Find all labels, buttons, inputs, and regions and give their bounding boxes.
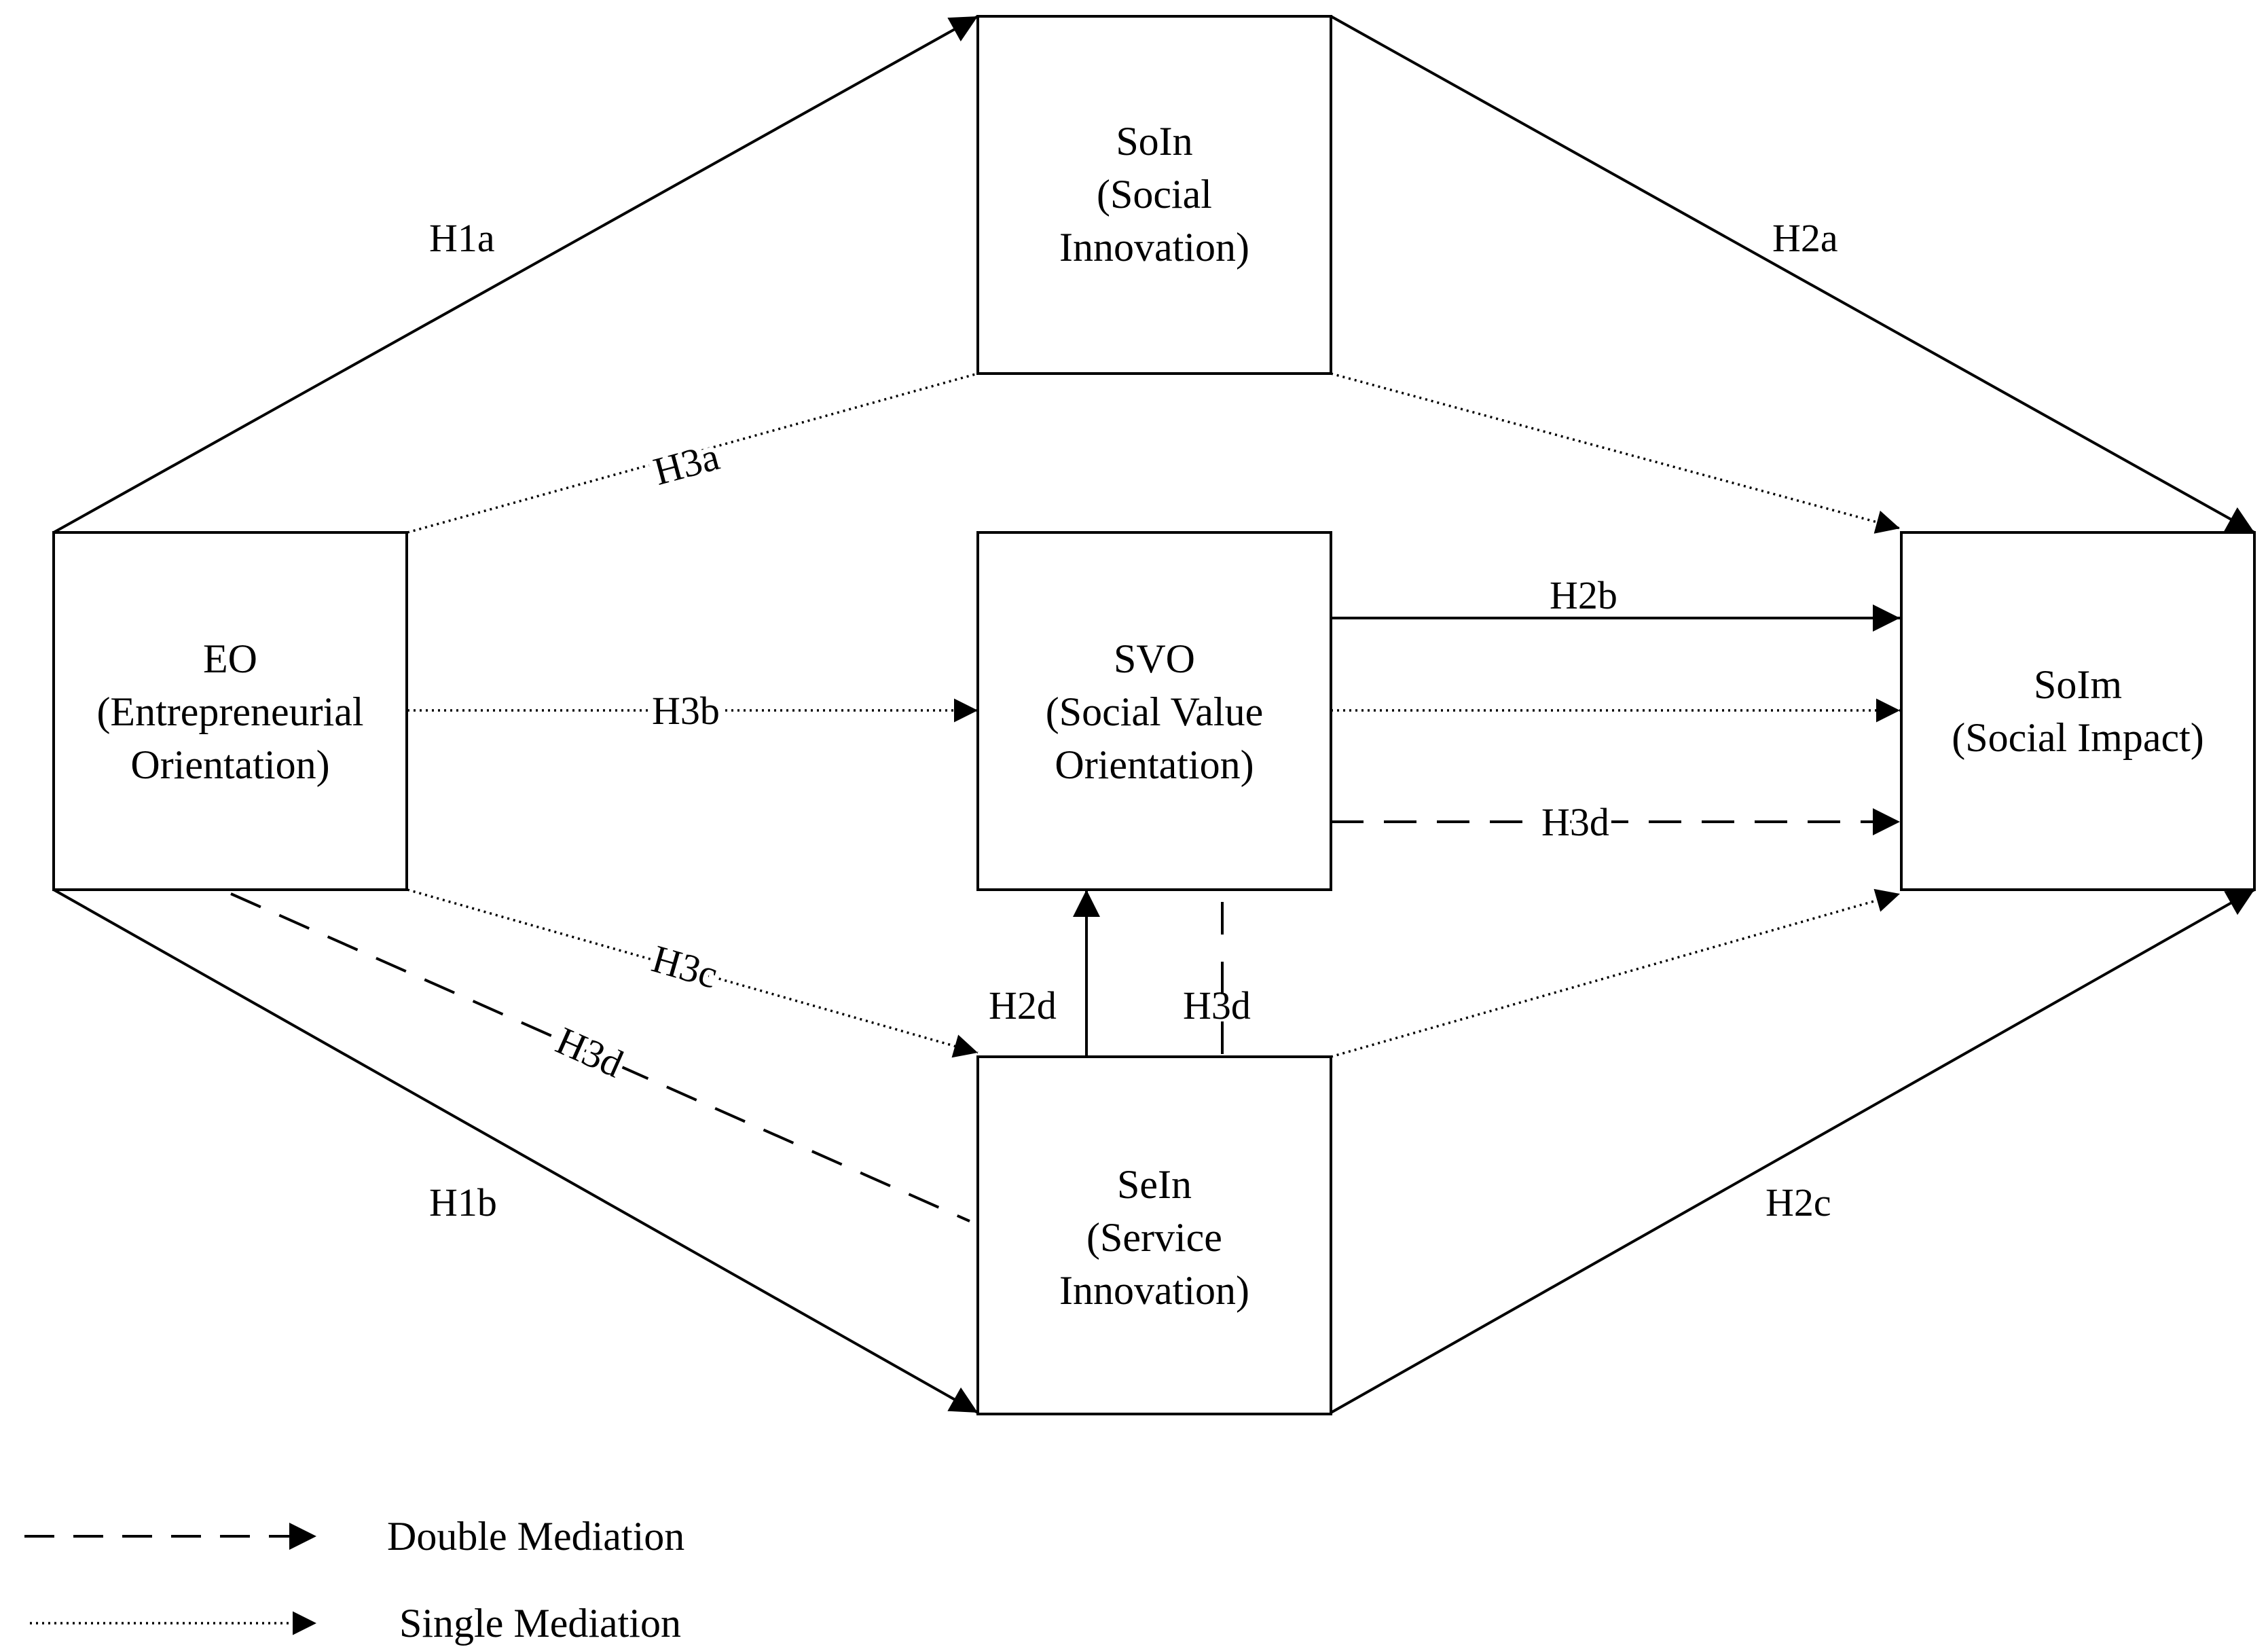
label-h3d-vertical: H3d xyxy=(1183,983,1251,1028)
legend-double-mediation-label: Double Mediation xyxy=(387,1514,684,1559)
eo-title: EO xyxy=(203,636,257,681)
label-h3b: H3b xyxy=(652,689,720,733)
soin-title: SoIn xyxy=(1116,119,1192,164)
eo-subtitle-2: Orientation) xyxy=(130,742,329,787)
soin-subtitle-1: (Social xyxy=(1097,172,1212,217)
label-h1a: H1a xyxy=(429,216,495,260)
path-h2c xyxy=(1330,888,2255,1414)
label-h1b: H1b xyxy=(429,1180,497,1225)
eo-subtitle-1: (Entrepreneurial xyxy=(96,689,363,734)
node-soim xyxy=(1900,531,2256,891)
node-sein xyxy=(976,1055,1332,1415)
node-eo xyxy=(52,531,408,891)
label-h2b: H2b xyxy=(1550,573,1617,617)
soim-title: SoIm xyxy=(2034,662,2122,707)
svo-title: SVO xyxy=(1114,636,1195,681)
label-h3a: H3a xyxy=(649,434,724,494)
label-h2a: H2a xyxy=(1772,216,1838,260)
sein-subtitle-1: (Service xyxy=(1086,1215,1222,1260)
svo-subtitle-2: Orientation) xyxy=(1055,742,1254,787)
path-sein-soim-single xyxy=(1330,888,1901,1058)
label-h3d-svo-soim: H3d xyxy=(1541,800,1609,844)
path-h3c xyxy=(407,888,978,1058)
sein-subtitle-2: Innovation) xyxy=(1059,1268,1249,1313)
node-svo xyxy=(976,531,1332,891)
path-h2a xyxy=(1330,15,2255,534)
sein-title: SeIn xyxy=(1117,1162,1192,1207)
path-h3a-segment2 xyxy=(1330,372,1901,534)
soim-subtitle: (Social Impact) xyxy=(1952,715,2204,760)
node-soin xyxy=(976,15,1332,375)
label-h3d-eo-sein: H3d xyxy=(550,1018,630,1086)
path-h1b xyxy=(53,888,978,1414)
label-h2d: H2d xyxy=(989,983,1057,1028)
label-h3c: H3c xyxy=(647,937,723,997)
path-h3a-segment1 xyxy=(407,372,978,534)
svo-subtitle-1: (Social Value xyxy=(1046,689,1263,734)
path-h1a xyxy=(53,15,978,534)
legend: Double Mediation Single Mediation xyxy=(24,1514,684,1646)
label-h2c: H2c xyxy=(1766,1180,1831,1225)
legend-single-mediation-label: Single Mediation xyxy=(399,1601,681,1646)
soin-subtitle-2: Innovation) xyxy=(1059,225,1249,270)
path-h3d-eo-sein xyxy=(230,892,970,1222)
